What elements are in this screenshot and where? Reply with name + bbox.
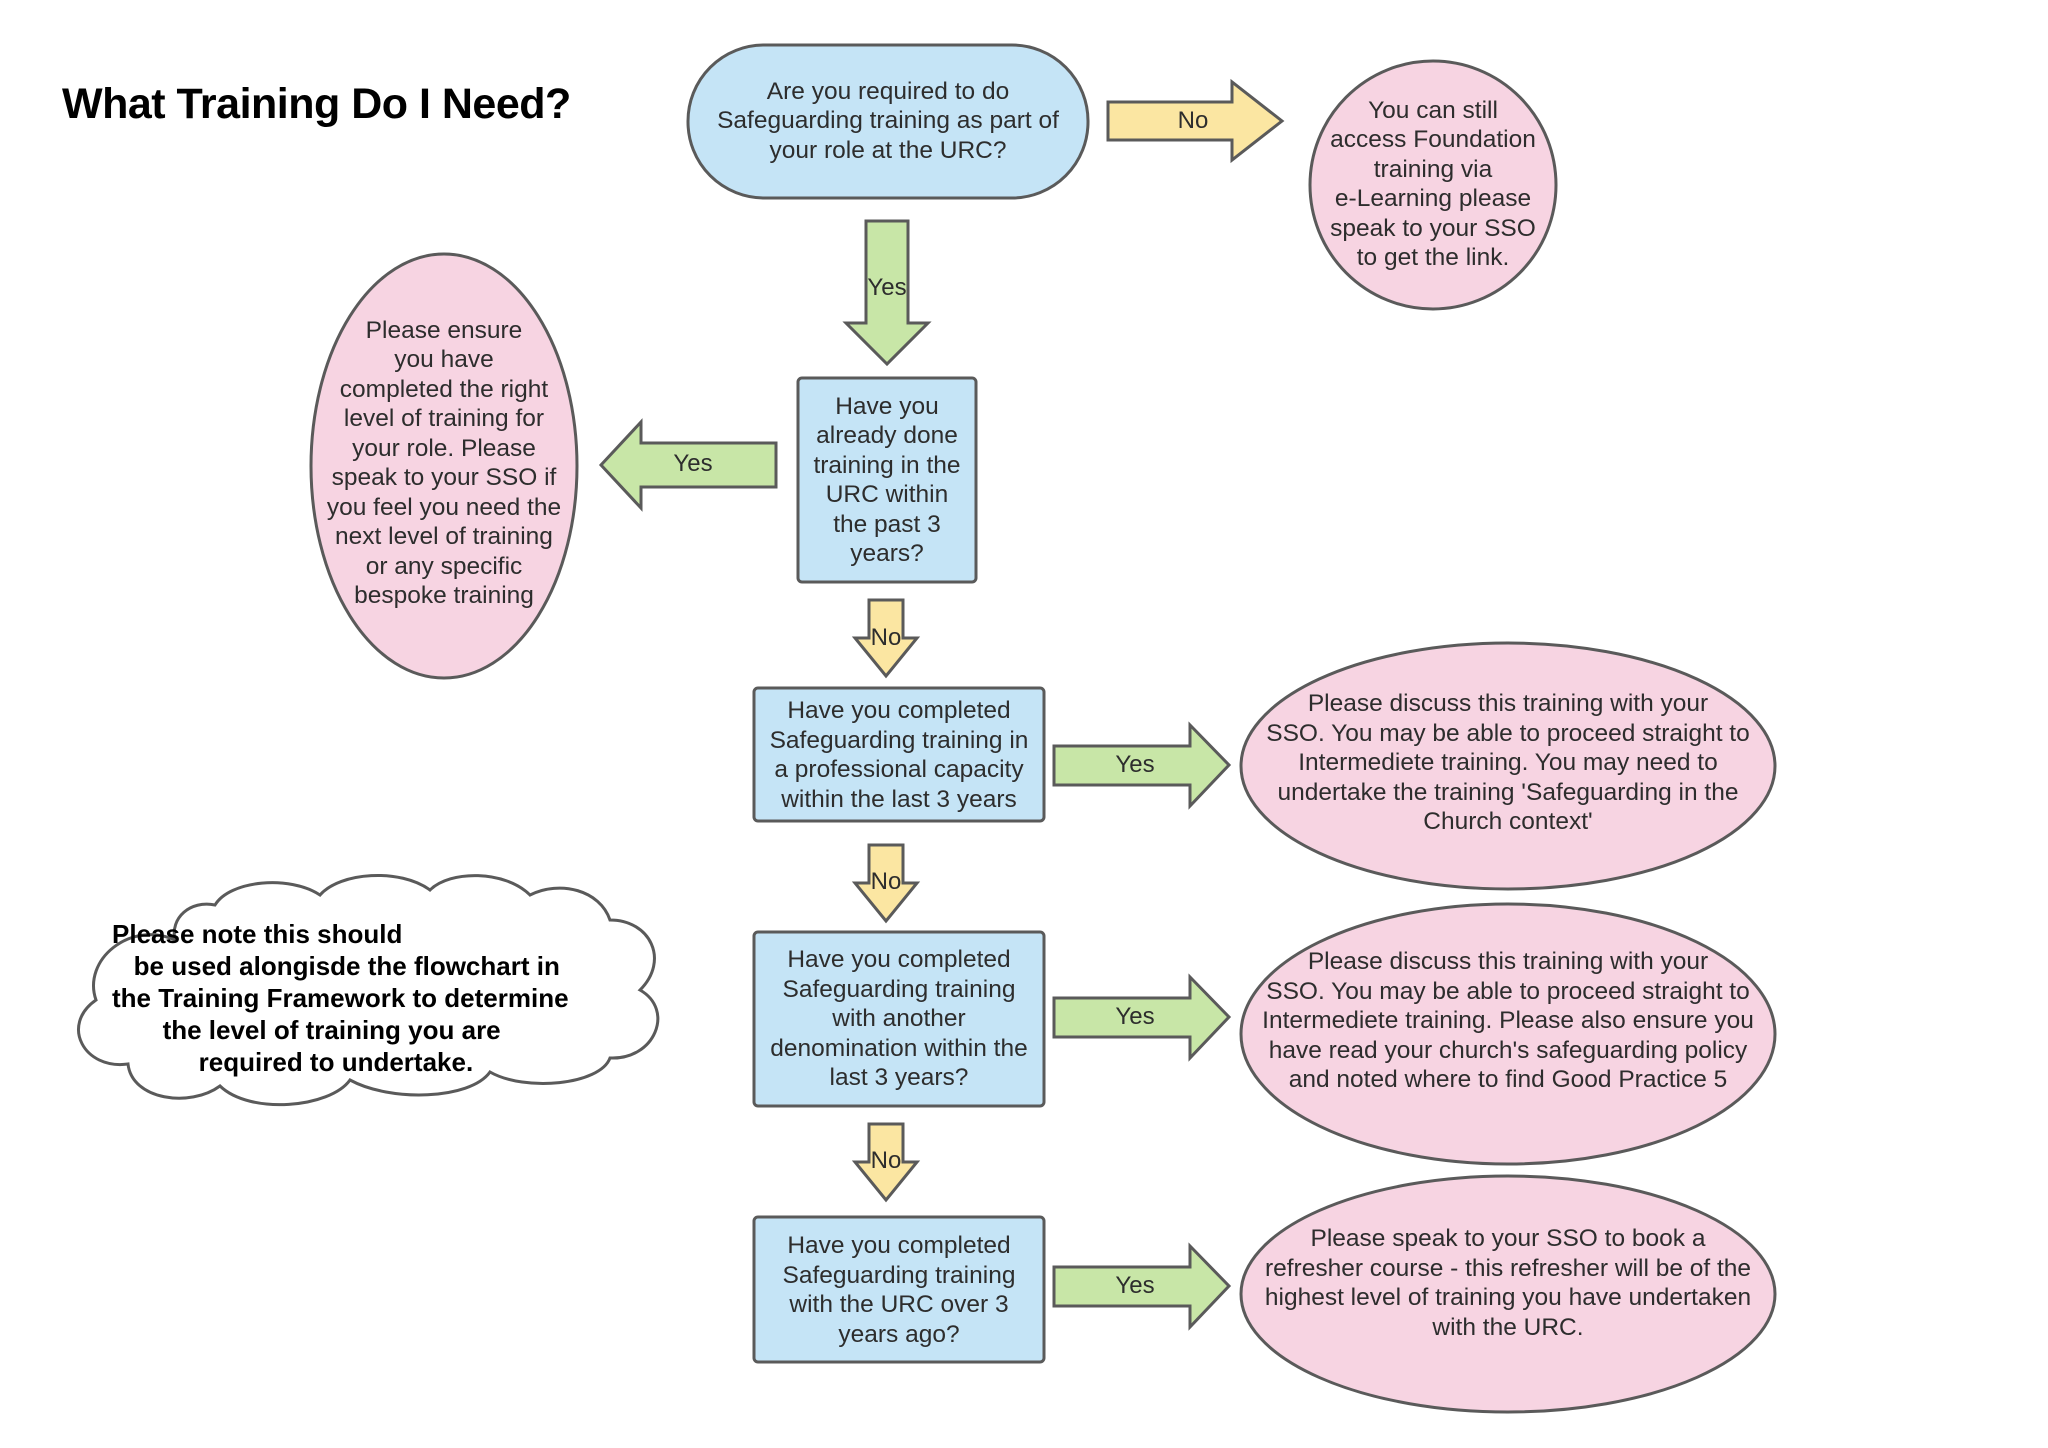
q4-yes-label: Yes	[1115, 1003, 1155, 1030]
outcome-refresher-shape	[1239, 1174, 1777, 1414]
q1-yes-arrow	[842, 219, 932, 367]
q3-shape	[752, 686, 1046, 823]
q2-yes-arrow	[598, 418, 778, 512]
outcome-denomination-shape	[1239, 902, 1777, 1166]
q2-text: Have you already done training in the UR…	[813, 392, 961, 568]
q3-yes-label: Yes	[1115, 751, 1155, 778]
outcome-professional-shape	[1239, 641, 1777, 891]
q3-no-arrow	[851, 843, 921, 924]
q4-no-label: No	[870, 1147, 902, 1174]
q3-no-label: No	[870, 868, 902, 895]
q2-no-arrow	[851, 598, 921, 679]
q5-yes-arrow	[1052, 1242, 1232, 1331]
note-cloud-shape	[77, 874, 660, 1107]
q1-no-arrow	[1106, 78, 1285, 164]
outcome-done-shape	[309, 252, 579, 680]
q3-yes-arrow	[1052, 721, 1232, 810]
q5-yes-label: Yes	[1115, 1272, 1155, 1299]
outcome-denomination-text: Please discuss this training with your S…	[1262, 948, 1754, 1094]
q4-shape	[752, 930, 1046, 1108]
q5-text: Have you completed Safeguarding training…	[782, 1232, 1016, 1348]
outcome-done-text: Please ensure you have completed the rig…	[326, 316, 562, 610]
outcome-no-text: You can still access Foundation training…	[1330, 96, 1536, 272]
q2-shape	[796, 376, 978, 584]
q1-no-label: No	[1177, 107, 1209, 134]
outcome-professional-text: Please discuss this training with your S…	[1266, 690, 1750, 836]
q2-yes-label: Yes	[673, 450, 713, 477]
outcome-no-shape	[1308, 59, 1558, 311]
q1-shape	[686, 43, 1090, 200]
q4-text: Have you completed Safeguarding training…	[770, 946, 1028, 1092]
q2-no-label: No	[870, 624, 902, 651]
outcome-refresher-text: Please speak to your SSO to book a refre…	[1264, 1225, 1752, 1341]
q4-yes-arrow	[1052, 973, 1232, 1062]
q1-text: Are you required to do Safeguarding trai…	[717, 77, 1059, 164]
q3-text: Have you completed Safeguarding training…	[769, 697, 1029, 813]
q4-no-arrow	[851, 1122, 921, 1203]
q5-shape	[752, 1215, 1046, 1364]
page-title: What Training Do I Need?	[62, 80, 571, 128]
q1-yes-label: Yes	[867, 274, 907, 301]
note-text: Please note this should be used alongisd…	[112, 919, 569, 1077]
